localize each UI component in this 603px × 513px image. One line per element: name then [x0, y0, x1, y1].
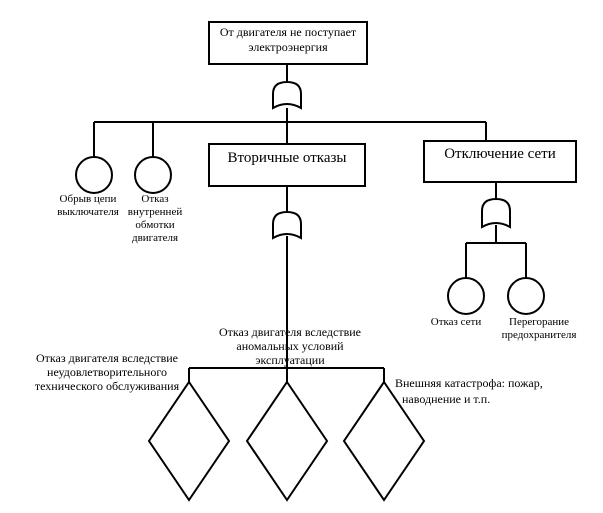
circuit-break-event: Обрыв цепи выключателя: [57, 156, 119, 218]
top-event-text-line1: От двигателя не поступает: [220, 25, 357, 39]
maintenance-failure-line2: неудовлетворительного: [47, 365, 167, 379]
maintenance-failure-event: Отказ двигателя вследствие неудовлетвори…: [35, 351, 231, 502]
abnormal-conditions-line1: Отказ двигателя вследствие: [219, 325, 361, 339]
or-gate-top: [272, 80, 302, 110]
or-gate-secondary: [272, 210, 302, 240]
secondary-failures-label: Вторичные отказы: [227, 150, 346, 166]
top-event-box: От двигателя не поступает электроэнергия: [208, 21, 368, 65]
secondary-failures-box: Вторичные отказы: [208, 143, 366, 187]
winding-failure-line2: внутренней: [128, 206, 183, 218]
grid-disconnect-box: Отключение сети: [423, 140, 577, 183]
abnormal-conditions-line2: аномальных условий: [236, 339, 344, 353]
winding-failure-event: Отказ внутренней обмотки двигателя: [128, 156, 183, 244]
circuit-break-line1: Обрыв цепи: [60, 193, 117, 205]
external-catastrophe-event: Внешняя катастрофа: пожар, наводнение и …: [342, 376, 543, 502]
grid-failure-label: Отказ сети: [431, 316, 482, 328]
fuse-blowout-line1: Перегорание: [509, 316, 569, 328]
grid-failure-event: Отказ сети: [431, 277, 485, 328]
grid-disconnect-label: Отключение сети: [444, 146, 556, 162]
winding-failure-line3: обмотки: [135, 219, 174, 231]
maintenance-failure-line1: Отказ двигателя вследствие: [36, 351, 178, 365]
maintenance-failure-line3: технического обслуживания: [35, 379, 180, 393]
abnormal-conditions-event: Отказ двигателя вследствие аномальных ус…: [219, 325, 361, 502]
fuse-blowout-event: Перегорание предохранителя: [502, 277, 577, 341]
top-event-text-line2: электроэнергия: [248, 40, 328, 54]
winding-failure-line1: Отказ: [141, 193, 168, 205]
circuit-break-line2: выключателя: [57, 206, 119, 218]
abnormal-conditions-line3: эксплуатации: [255, 353, 325, 367]
or-gate-grid: [481, 197, 511, 229]
external-catastrophe-line2: наводнение и т.п.: [402, 392, 490, 406]
external-catastrophe-line1: Внешняя катастрофа: пожар,: [395, 376, 543, 390]
winding-failure-line4: двигателя: [132, 232, 178, 244]
fuse-blowout-line2: предохранителя: [502, 329, 577, 341]
